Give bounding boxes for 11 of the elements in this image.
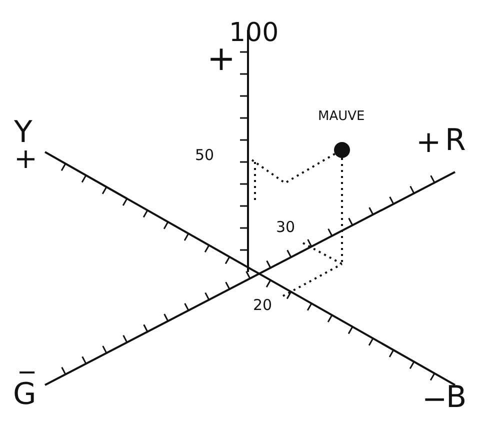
sign: − [422,385,448,415]
axis-label: R [445,126,466,156]
point-label: MAUVE [318,110,365,123]
axis-label: Y [14,118,32,148]
tick-label: 50 [195,148,214,163]
axis-label: B [446,383,467,413]
axis-label: G [13,380,36,410]
sign: + [416,128,442,158]
tick-label: 30 [276,220,296,235]
tick-label: 20 [253,298,272,313]
sign: + [14,145,38,173]
